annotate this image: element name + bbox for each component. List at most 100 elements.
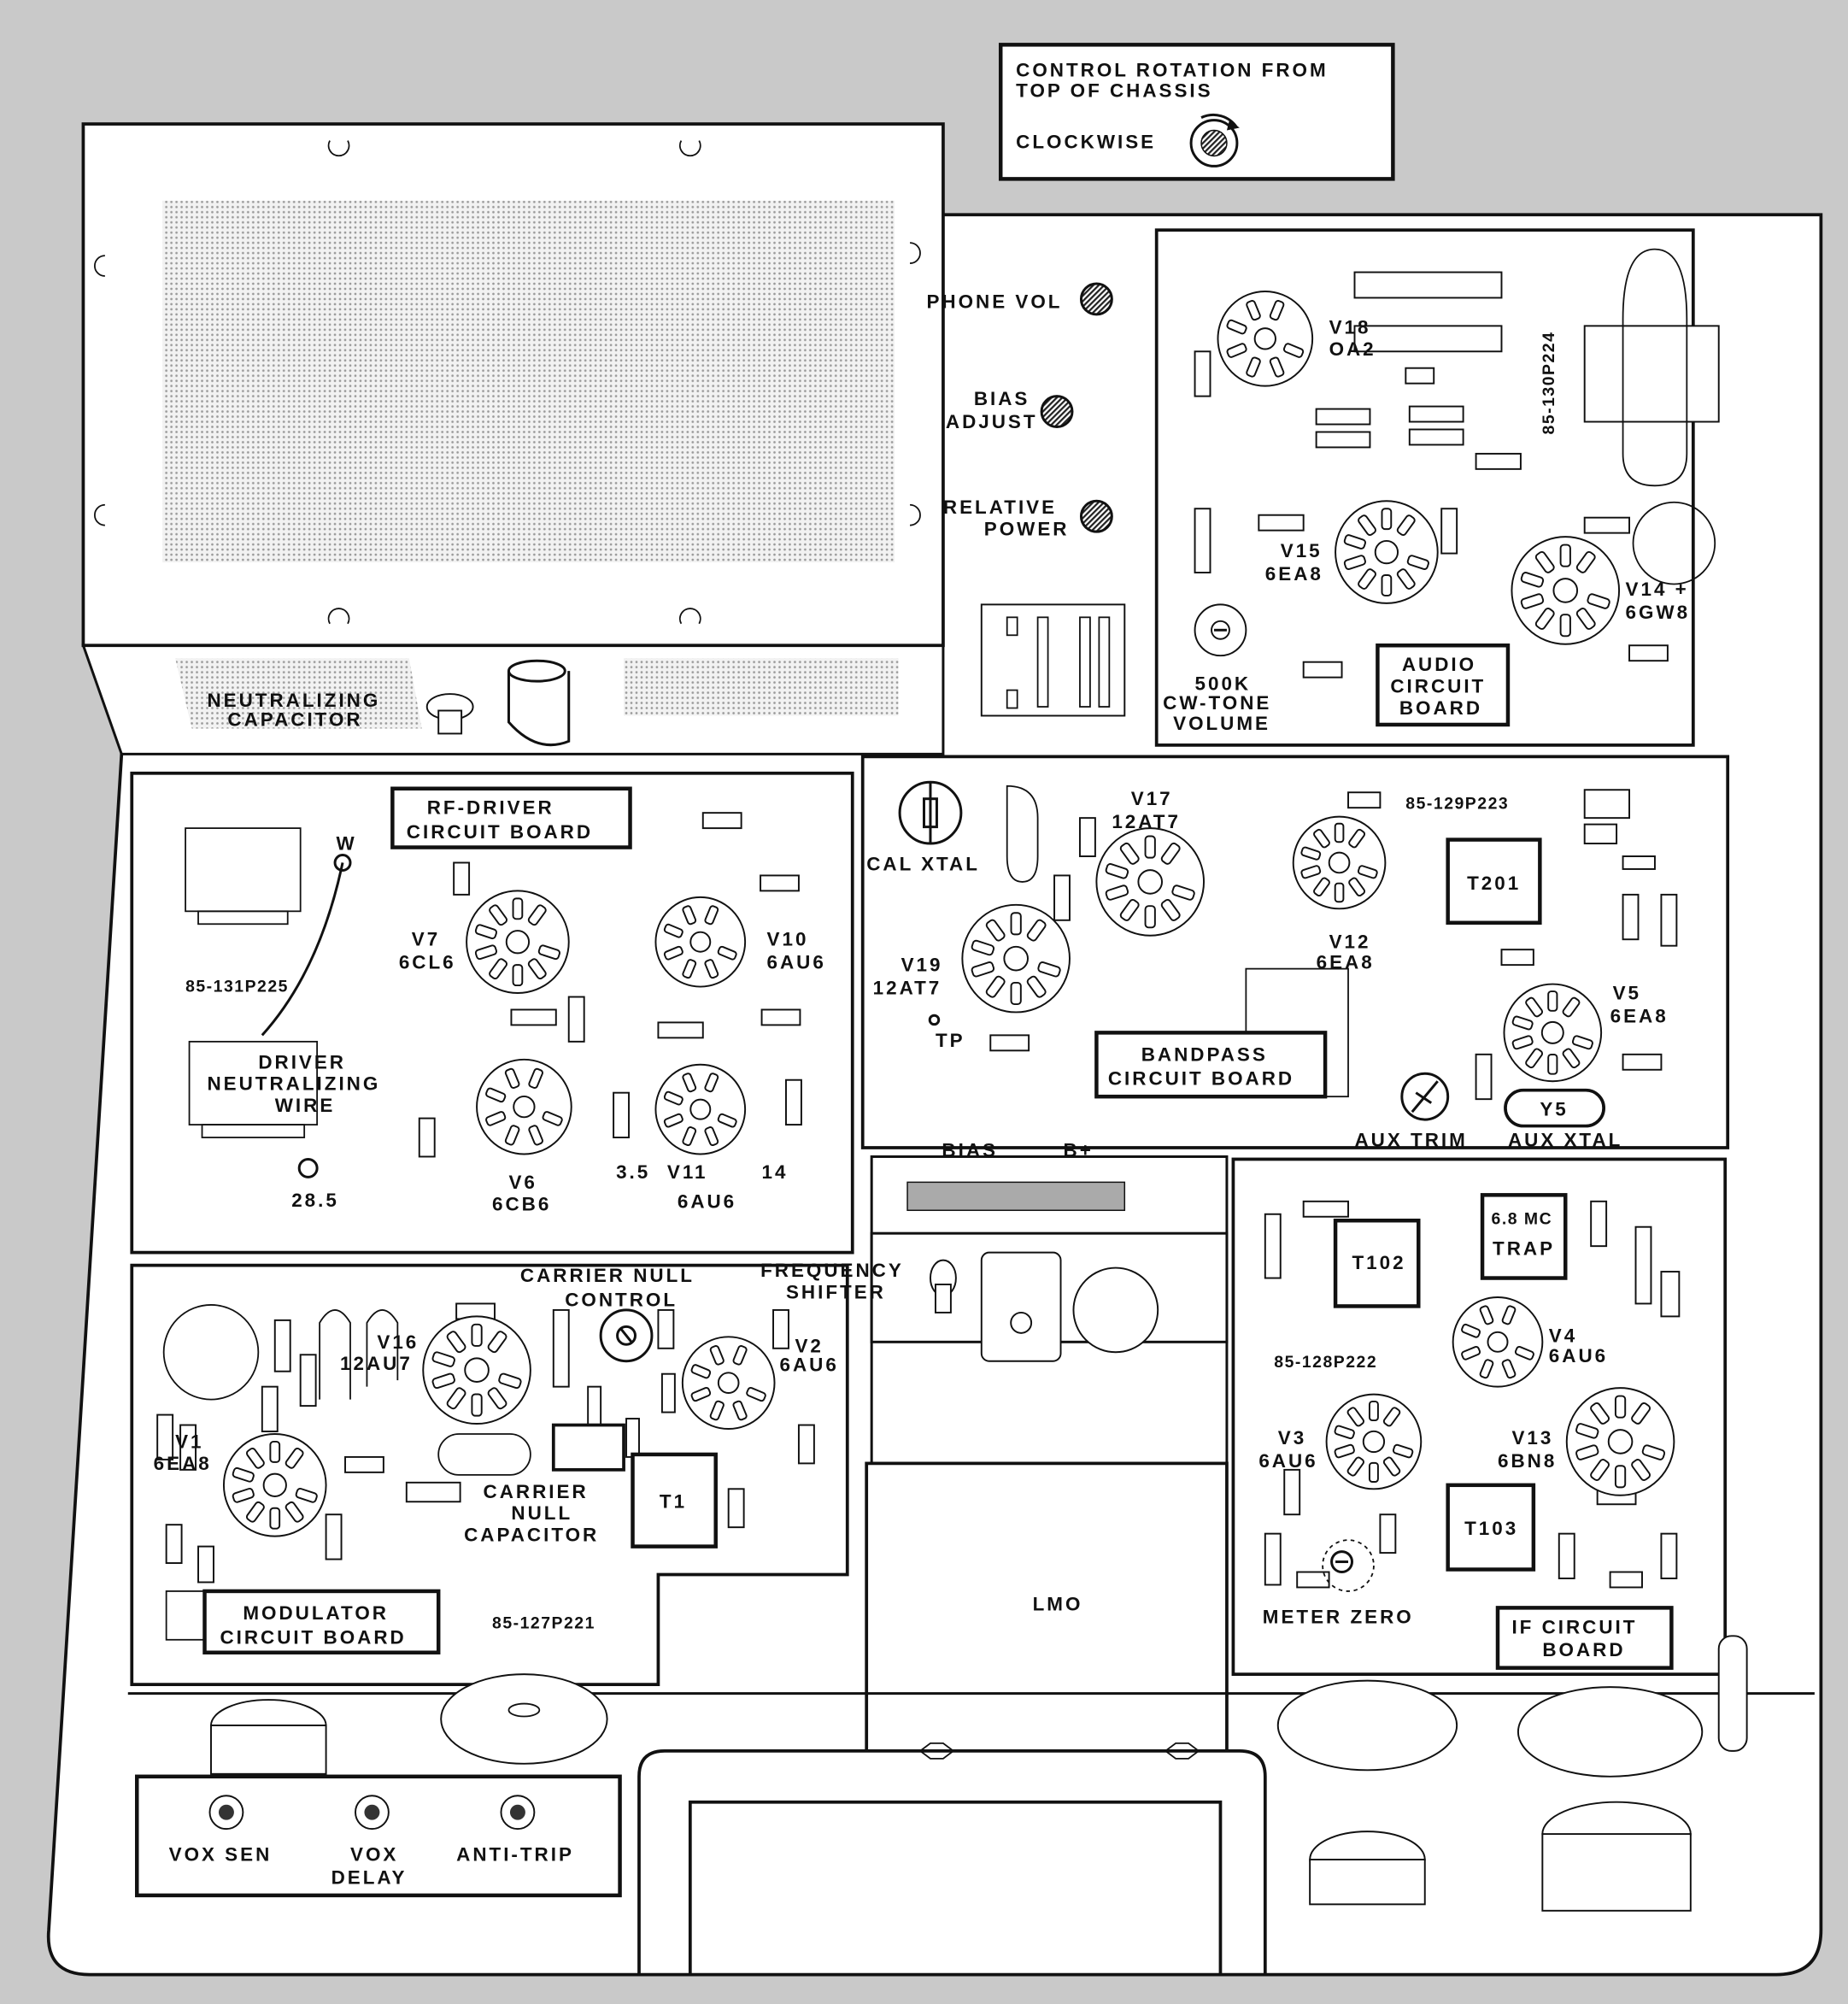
modulator-title-1: MODULATOR	[243, 1602, 389, 1624]
socket-pin	[1010, 912, 1022, 936]
v14-label: V14 +	[1626, 579, 1689, 600]
socket-pin	[1368, 1400, 1379, 1422]
audio-part-number: 85-130P224	[1540, 332, 1558, 435]
socket-pin	[1587, 593, 1610, 609]
socket-pin	[485, 1087, 507, 1103]
socket-pin	[1346, 1456, 1364, 1477]
if-part-number: 85-128P222	[1274, 1353, 1377, 1372]
rear-section: VOX SEN VOX DELAY ANTI-TRIP	[127, 1635, 1815, 1977]
neutralizing-capacitor[interactable]	[425, 693, 474, 735]
t1-label: T1	[660, 1491, 687, 1513]
socket-pin	[1334, 1443, 1355, 1459]
if-title-1: IF CIRCUIT	[1511, 1616, 1637, 1637]
socket-pin	[1144, 835, 1156, 859]
v7-socket	[466, 890, 570, 995]
socket-pin	[732, 1345, 748, 1366]
cal-xtal[interactable]	[898, 780, 963, 845]
capacitor-label: CAPACITOR	[227, 708, 362, 730]
v2-type: 6AU6	[780, 1355, 839, 1376]
v19-label: V19	[901, 955, 943, 976]
v3-socket	[1325, 1393, 1423, 1490]
socket-pin	[1382, 1456, 1401, 1477]
vox-sen-knob[interactable]	[208, 1795, 244, 1831]
pot-name-1: CW-TONE	[1163, 692, 1271, 714]
socket-pin	[1590, 1402, 1610, 1425]
bandpass-part-number: 85-129P223	[1405, 795, 1509, 814]
socket-center-hole	[1137, 869, 1164, 895]
bias-adjust-knob[interactable]	[1040, 395, 1074, 429]
socket-pin	[269, 1440, 281, 1463]
socket-pin	[690, 1364, 712, 1379]
socket-center-hole	[1003, 945, 1029, 972]
socket-pin	[471, 1393, 483, 1417]
socket-pin	[285, 1501, 304, 1523]
phone-vol-knob[interactable]	[1079, 282, 1113, 316]
socket-pin	[498, 1372, 522, 1390]
socket-pin	[485, 1111, 507, 1126]
v13-socket	[1565, 1387, 1675, 1496]
vox-delay-knob[interactable]	[355, 1795, 390, 1831]
socket-pin	[682, 959, 697, 979]
modulator-part-number: 85-127P221	[492, 1613, 595, 1632]
relative-power-knob[interactable]	[1079, 499, 1113, 533]
socket-pin	[527, 904, 547, 926]
control-rotation-note: CONTROL ROTATION FROM TOP OF CHASSIS CLO…	[998, 43, 1395, 181]
socket-pin	[431, 1372, 455, 1390]
v7-type: 6CL6	[399, 952, 456, 973]
rear-switch-wafers	[1276, 1635, 1748, 1912]
socket-pin	[1520, 593, 1545, 609]
socket-pin	[1300, 846, 1322, 861]
speaker-housing: NEUTRALIZING CAPACITOR	[81, 122, 945, 755]
socket-center-hole	[689, 1098, 712, 1120]
y5-crystal	[1504, 1088, 1605, 1128]
lmo-socket	[1072, 1266, 1159, 1354]
socket-pin	[1562, 1048, 1581, 1069]
socket-pin	[682, 905, 697, 926]
socket-pin	[1313, 877, 1330, 897]
socket-pin	[1520, 572, 1545, 588]
note-line-2: TOP OF CHASSIS	[1016, 80, 1212, 102]
aux-trim-capacitor[interactable]	[1400, 1072, 1450, 1121]
socket-pin	[1534, 608, 1555, 630]
frequency-shifter-switch[interactable]	[930, 1259, 957, 1313]
socket-center-hole	[1487, 1331, 1509, 1353]
y5-label: Y5	[1540, 1099, 1568, 1120]
socket-pin	[1631, 1459, 1651, 1481]
socket-pin	[1501, 1359, 1517, 1379]
socket-pin	[474, 944, 498, 961]
modulator-title-2: CIRCUIT BOARD	[220, 1626, 406, 1648]
socket-pin	[1226, 343, 1247, 358]
socket-pin	[663, 945, 683, 961]
v4-label: V4	[1549, 1325, 1577, 1346]
bias-label: BIAS	[974, 388, 1030, 409]
socket-pin	[489, 958, 508, 980]
socket-pin	[1575, 608, 1596, 630]
if-title-2: BOARD	[1542, 1639, 1625, 1660]
meter-zero-pot[interactable]	[1322, 1539, 1375, 1592]
cw-tone-volume-pot[interactable]	[1194, 603, 1247, 657]
socket-pin	[1358, 568, 1376, 590]
anti-trip-knob[interactable]	[500, 1795, 536, 1831]
v12-socket	[1292, 815, 1387, 910]
v1-type: 6EA8	[154, 1453, 212, 1474]
v3-label: V3	[1278, 1427, 1306, 1449]
socket-pin	[1368, 1461, 1379, 1483]
carrier-null-control-pot[interactable]	[599, 1308, 654, 1363]
v5-socket	[1503, 983, 1603, 1083]
socket-pin	[537, 944, 560, 961]
v13-type: 6BN8	[1498, 1450, 1557, 1472]
socket-pin	[471, 1323, 483, 1347]
socket-center-hole	[1552, 578, 1579, 603]
v1-label: V1	[175, 1431, 203, 1452]
phone-vol-label: PHONE VOL	[926, 291, 1062, 312]
socket-pin	[295, 1487, 318, 1503]
socket-pin	[431, 1351, 455, 1367]
socket-pin	[1381, 508, 1393, 531]
socket-pin	[1105, 884, 1129, 901]
socket-pin	[1382, 1407, 1401, 1427]
socket-pin	[985, 919, 1006, 942]
socket-pin	[709, 1400, 725, 1421]
socket-pin	[1590, 1459, 1610, 1481]
v6-label: V6	[508, 1172, 537, 1193]
connector-block	[980, 603, 1126, 717]
